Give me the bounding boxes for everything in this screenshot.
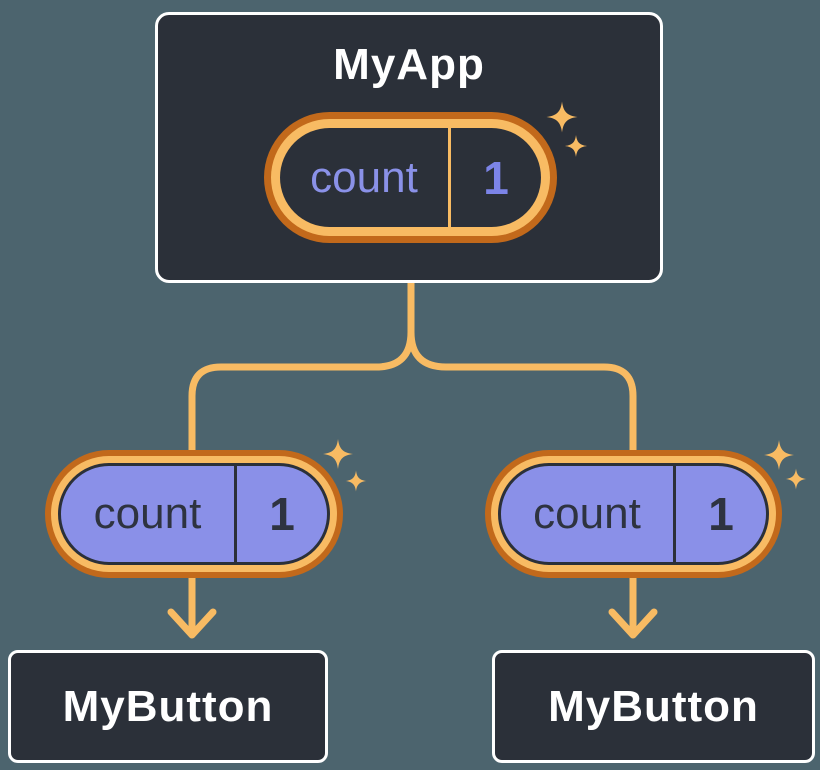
node-mybutton-left: MyButton [8,650,328,763]
prop-value-label: 1 [708,488,734,540]
node-mybutton-right: MyButton [492,650,815,763]
node-mybutton-left-title: MyButton [62,681,274,731]
node-myapp: MyApp count 1 [155,12,663,283]
prop-pill-highlight-ring: count 1 [51,456,337,572]
state-name-label: count [310,152,418,202]
down-arrow-right-icon [608,570,658,639]
node-mybutton-right-title: MyButton [548,681,759,731]
edge-root-to-right-child [407,276,637,462]
state-pill-root: count 1 [264,112,557,243]
prop-pill-highlight-ring: count 1 [491,456,776,572]
prop-pill-right-child: count 1 [485,450,782,578]
pill-divider [673,466,676,562]
prop-pill-left-child: count 1 [45,450,343,578]
prop-value-label: 1 [269,488,295,540]
prop-name-label: count [93,489,202,538]
down-arrow-left-icon [167,570,217,639]
prop-name-label: count [533,489,641,538]
pill-divider [448,128,451,227]
state-value-label: 1 [483,151,509,204]
state-pill-highlight-ring: count 1 [271,119,550,236]
pill-divider [234,466,237,562]
node-myapp-title: MyApp [333,40,485,89]
edge-root-to-left-child [188,276,415,462]
